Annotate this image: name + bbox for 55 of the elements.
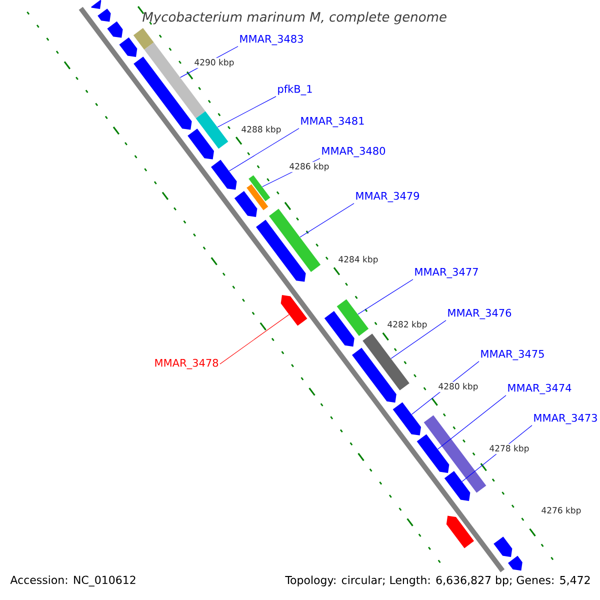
- gene-block: [444, 471, 470, 501]
- gene-label: pfkB_1: [278, 84, 312, 96]
- gene-bar: [196, 111, 228, 149]
- gene-block: [91, 0, 102, 9]
- gene-block: [256, 220, 306, 282]
- gene-block: [211, 160, 237, 190]
- gene-block: [280, 295, 308, 326]
- tick-label: 4288 kbp: [240, 124, 282, 136]
- title: Mycobacterium marinum M, complete genome: [142, 12, 446, 24]
- gene-label: MMAR_3478: [155, 358, 218, 370]
- gene-block: [119, 37, 138, 57]
- gene-block: [446, 516, 474, 548]
- footer-text: Accession: NC_010612: [9, 574, 138, 588]
- gene-label: MMAR_3481: [301, 116, 364, 128]
- leader-line: [438, 395, 506, 450]
- gene-label: MMAR_3476: [448, 308, 512, 320]
- tick-label: 4278 kbp: [488, 444, 530, 454]
- tick-label: 4284 kbp: [337, 254, 380, 266]
- gene-label: MMAR_3477: [415, 268, 478, 278]
- gene-label: MMAR_3480: [322, 146, 386, 158]
- leader-line: [390, 320, 446, 359]
- gene-block: [234, 191, 258, 217]
- gene-block: [392, 402, 421, 436]
- gene-block: [352, 348, 396, 403]
- gene-block: [324, 311, 354, 347]
- gene-bar: [362, 334, 410, 390]
- gene-block: [494, 536, 512, 557]
- gene-block: [508, 556, 522, 571]
- leader-line: [300, 203, 354, 238]
- leader-line: [358, 279, 414, 315]
- gene-bar: [269, 208, 321, 272]
- gene-block: [188, 128, 214, 160]
- gene-block: [416, 434, 450, 473]
- gene-label: MMAR_3474: [508, 384, 572, 394]
- tick-label: 4286 kbp: [288, 162, 330, 172]
- gene-label: MMAR_3473: [534, 414, 597, 424]
- gene-block: [98, 8, 111, 22]
- gene-block: [107, 21, 123, 38]
- gene-bar: [336, 299, 369, 336]
- tick-label: 4282 kbp: [386, 320, 428, 330]
- footer-text: Topology: circular; Length: 6,636,827 bp; Genes: 5,472: [284, 574, 592, 588]
- leader-line: [217, 96, 276, 128]
- gene-label: MMAR_3483: [240, 34, 303, 46]
- gene-bar: [133, 28, 154, 50]
- tick-label: 4280 kbp: [437, 382, 480, 392]
- gene-block: [134, 56, 192, 130]
- gene-label: MMAR_3479: [356, 192, 420, 202]
- gene-bar: [424, 415, 486, 493]
- tick-label: 4276 kbp: [540, 506, 582, 516]
- leader-line: [220, 314, 290, 364]
- gene-label: MMAR_3475: [481, 350, 544, 360]
- gene-bar: [248, 175, 270, 202]
- gene-bar: [246, 184, 268, 210]
- tick-label: 4290 kbp: [193, 58, 236, 68]
- leader-line: [228, 128, 300, 172]
